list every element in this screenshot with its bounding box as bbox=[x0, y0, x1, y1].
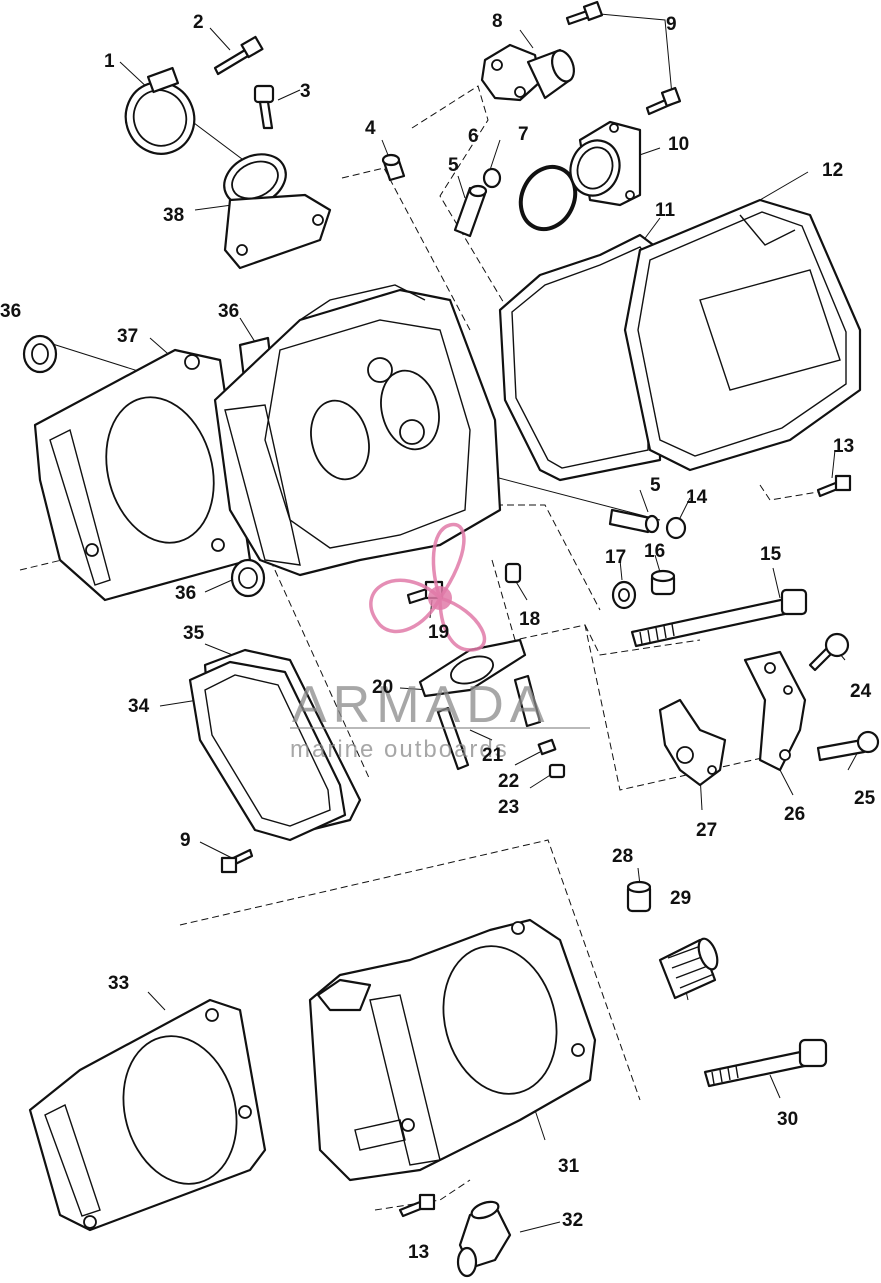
callout-10: 10 bbox=[668, 134, 689, 155]
callout-13: 13 bbox=[833, 436, 854, 457]
callout-16: 16 bbox=[644, 541, 665, 562]
callout-25: 25 bbox=[854, 788, 876, 809]
callout-6: 6 bbox=[468, 126, 479, 147]
part-cylinder-block-31 bbox=[308, 918, 597, 1182]
part-bolt-13-lower bbox=[398, 1193, 436, 1218]
part-valve-cover bbox=[623, 198, 862, 472]
part-hose-clamp bbox=[124, 66, 196, 155]
callout-14: 14 bbox=[686, 487, 708, 508]
callout-27: 27 bbox=[696, 820, 717, 841]
callout-8: 8 bbox=[492, 11, 503, 32]
callout-11: 11 bbox=[655, 200, 676, 221]
part-pin-5-lower bbox=[608, 508, 660, 534]
callout-4: 4 bbox=[365, 118, 376, 139]
callout-38: 38 bbox=[163, 205, 184, 226]
part-head-bolt-15 bbox=[630, 588, 808, 648]
callout-36-a: 36 bbox=[0, 301, 21, 322]
callout-7: 7 bbox=[518, 124, 529, 145]
callout-5b: 5 bbox=[650, 475, 661, 496]
part-bolt-9-right bbox=[645, 86, 682, 116]
callout-18: 18 bbox=[519, 609, 540, 630]
part-o-ring bbox=[518, 164, 578, 232]
part-bolt-2 bbox=[213, 35, 264, 76]
callout-23: 23 bbox=[498, 797, 519, 818]
part-bolt-13-upper bbox=[816, 474, 852, 498]
callout-30: 30 bbox=[777, 1109, 798, 1130]
callout-12: 12 bbox=[822, 160, 843, 181]
callout-33: 33 bbox=[108, 973, 129, 994]
callout-24: 24 bbox=[850, 681, 872, 702]
part-dowel-4 bbox=[381, 153, 406, 182]
watermark-tagline: marine outboards bbox=[290, 736, 509, 763]
part-thermostat-housing bbox=[569, 120, 642, 207]
part-head-gasket-37 bbox=[33, 348, 252, 602]
part-cap-6 bbox=[482, 167, 502, 189]
part-dowel-18 bbox=[504, 562, 522, 584]
callout-1: 1 bbox=[104, 51, 115, 72]
part-bolt-24 bbox=[808, 632, 850, 672]
callout-35: 35 bbox=[183, 623, 205, 644]
part-bracket-26 bbox=[743, 650, 807, 772]
callout-19: 19 bbox=[428, 622, 449, 643]
callout-34: 34 bbox=[128, 696, 150, 717]
callout-31: 31 bbox=[558, 1156, 580, 1177]
callout-5: 5 bbox=[448, 155, 459, 176]
part-lower-valve-cover-34 bbox=[188, 660, 347, 842]
callout-32: 32 bbox=[562, 1210, 583, 1231]
callout-2: 2 bbox=[193, 12, 204, 33]
propeller-logo bbox=[369, 522, 487, 652]
callout-36-b: 36 bbox=[218, 301, 239, 322]
callout-17: 17 bbox=[605, 547, 626, 568]
part-nut-22 bbox=[537, 738, 557, 756]
assembly-dashed-lines bbox=[19, 85, 831, 1211]
part-stud-bolt-30 bbox=[703, 1038, 828, 1088]
armada-watermark: ARMADA marine outboards bbox=[290, 522, 590, 763]
part-bolt-9-top bbox=[565, 0, 604, 26]
callout-13b: 13 bbox=[408, 1242, 429, 1263]
part-bolt-9-lower bbox=[220, 848, 254, 874]
callout-28: 28 bbox=[612, 846, 633, 867]
part-cylinder-head bbox=[213, 284, 502, 577]
part-water-outlet bbox=[480, 43, 575, 102]
part-dowel-28 bbox=[626, 880, 652, 913]
part-intake-manifold bbox=[223, 153, 332, 270]
callout-9b: 9 bbox=[180, 830, 191, 851]
part-seal-36-c bbox=[230, 558, 266, 598]
part-washer-17 bbox=[611, 580, 637, 610]
callout-36-c: 36 bbox=[175, 583, 196, 604]
callout-20: 20 bbox=[372, 677, 393, 698]
callout-labels: 1 2 3 4 5 6 7 8 9 10 11 12 13 5 14 15 16… bbox=[0, 11, 876, 1263]
part-valve-cover-gasket bbox=[498, 233, 662, 482]
part-bracket-27 bbox=[658, 698, 727, 787]
part-stud-21 bbox=[436, 674, 542, 771]
part-spring-29 bbox=[658, 937, 719, 1000]
callout-37: 37 bbox=[117, 326, 138, 347]
callout-3: 3 bbox=[300, 81, 311, 102]
part-elbow-32 bbox=[456, 1200, 512, 1278]
part-plug-16 bbox=[650, 569, 676, 596]
part-bolt-3 bbox=[253, 84, 275, 130]
part-nut-23 bbox=[548, 763, 566, 779]
part-cap-14 bbox=[665, 516, 687, 540]
callout-9: 9 bbox=[666, 14, 677, 35]
part-base-gasket-33 bbox=[28, 998, 267, 1232]
callout-15: 15 bbox=[760, 544, 782, 565]
callout-29: 29 bbox=[670, 888, 691, 909]
part-seal-36-a bbox=[22, 334, 58, 374]
callout-21: 21 bbox=[482, 745, 504, 766]
part-pin-5-upper bbox=[453, 184, 488, 238]
callout-26: 26 bbox=[784, 804, 805, 825]
callout-22: 22 bbox=[498, 771, 519, 792]
part-bolt-25 bbox=[816, 730, 880, 762]
watermark-brand: ARMADA bbox=[292, 676, 550, 734]
